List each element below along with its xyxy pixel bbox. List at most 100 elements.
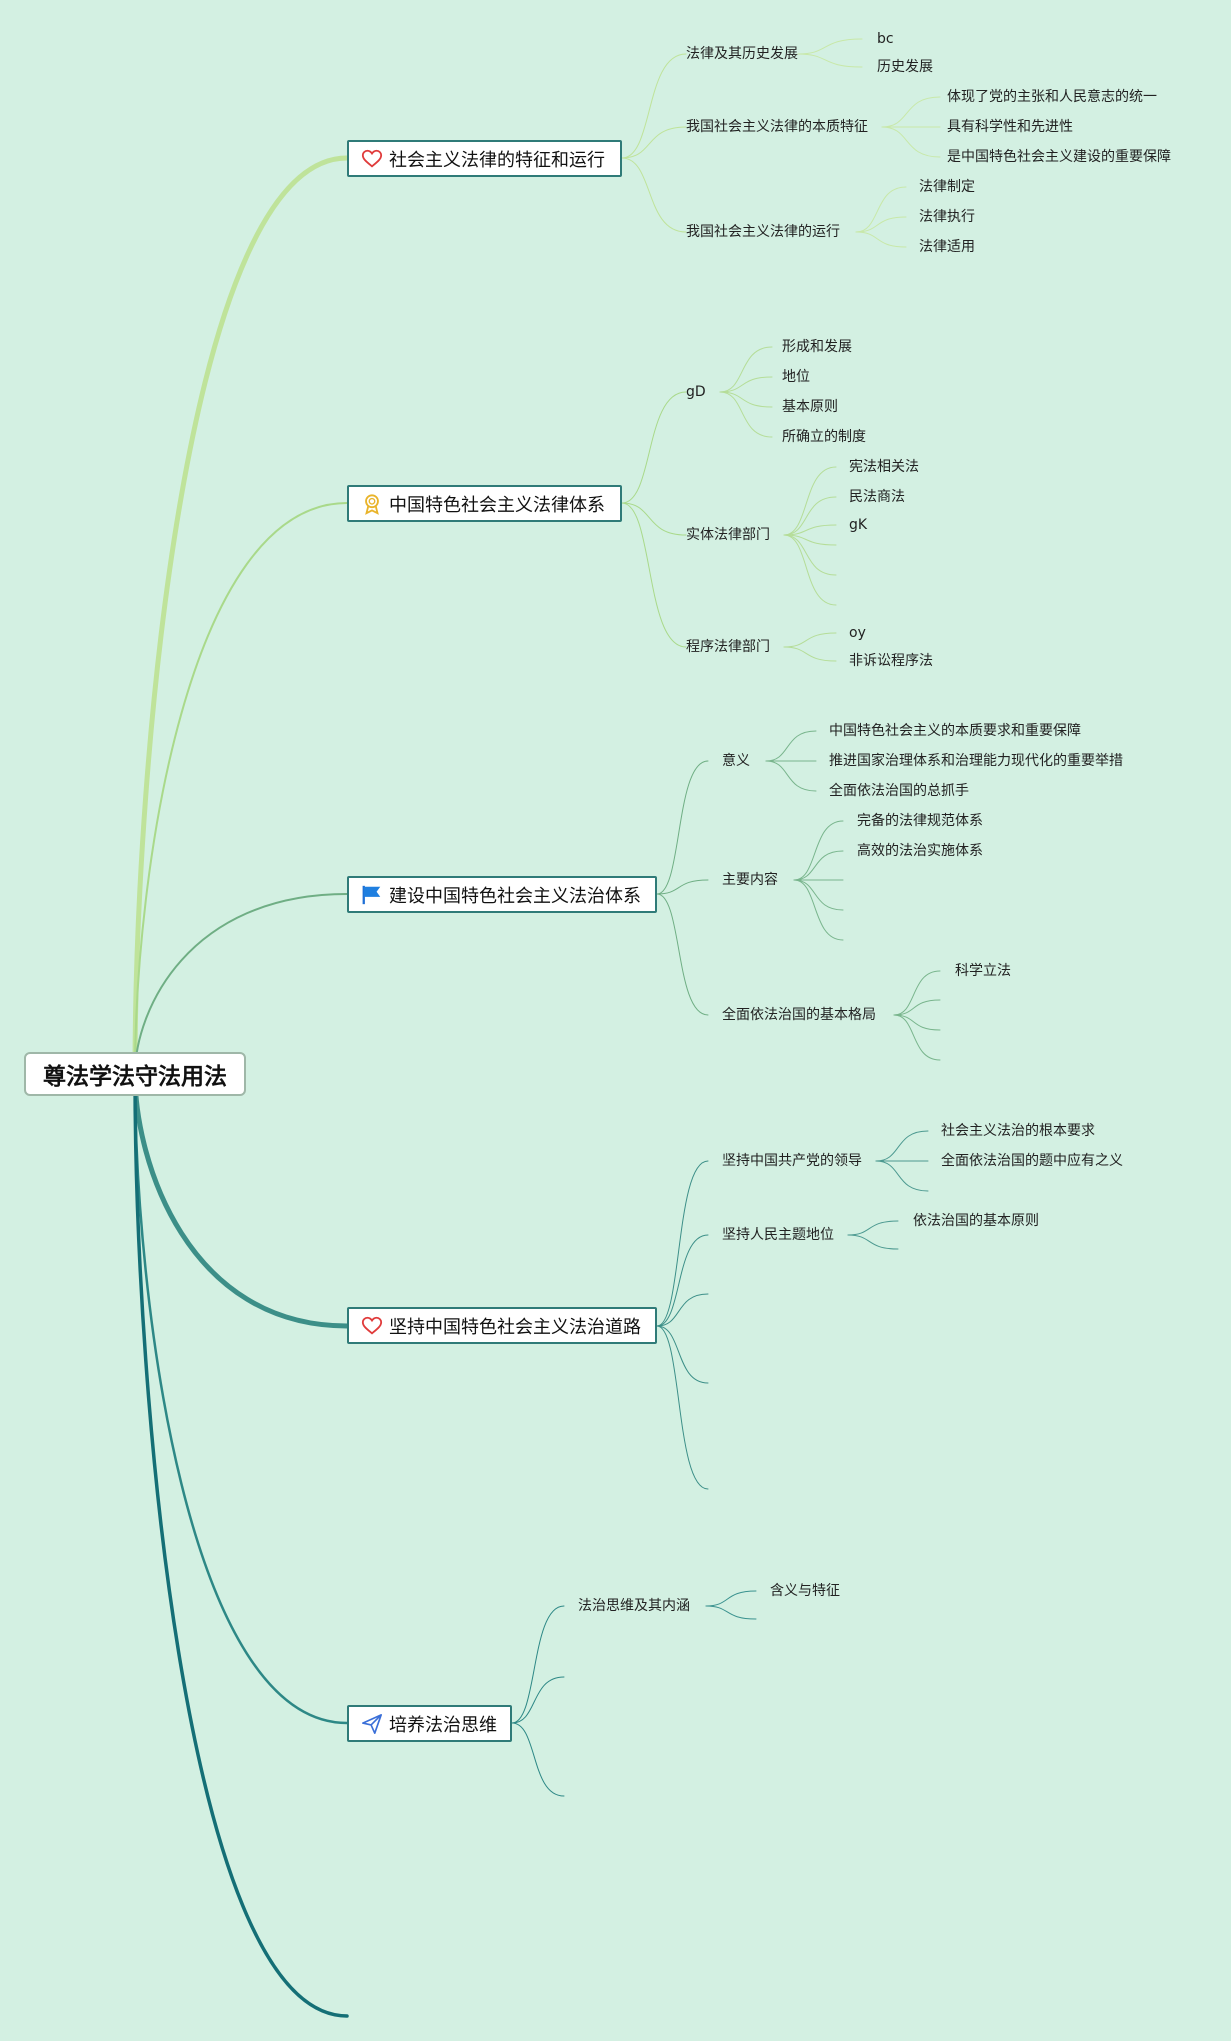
branch-connector xyxy=(621,53,687,159)
topic-label[interactable]: 程序法律部门 xyxy=(686,639,770,655)
branch-connector xyxy=(511,1676,565,1724)
leaf-connector xyxy=(847,1234,899,1250)
leaf-label[interactable]: 体现了党的主张和人民意志的统一 xyxy=(947,89,1157,105)
topic-label[interactable]: 实体法律部门 xyxy=(686,527,770,543)
leaf-label[interactable]: 法律执行 xyxy=(919,209,975,225)
leaf-connector xyxy=(765,730,817,762)
branch-connector xyxy=(621,126,687,159)
paper-plane-icon xyxy=(362,1713,382,1734)
branch-connector xyxy=(511,1605,565,1724)
leaf-connector xyxy=(875,1130,929,1162)
leaf-connector xyxy=(893,999,941,1016)
leaf-label[interactable]: 高效的法治实施体系 xyxy=(857,843,983,859)
topic-label[interactable]: 坚持人民主题地位 xyxy=(722,1227,834,1243)
leaf-label[interactable]: 是中国特色社会主义建设的重要保障 xyxy=(947,149,1171,165)
leaf-label[interactable]: bc xyxy=(877,31,894,47)
leaf-label[interactable]: 全面依法治国的题中应有之义 xyxy=(941,1153,1123,1169)
branch-connector xyxy=(656,1325,709,1490)
leaf-connector xyxy=(793,879,844,941)
topic-label[interactable]: 全面依法治国的基本格局 xyxy=(722,1007,876,1023)
branch-legal-features[interactable]: 社会主义法律的特征和运行 xyxy=(347,140,622,177)
root-connector xyxy=(134,893,348,1075)
branch-connector xyxy=(621,502,687,536)
leaf-connector xyxy=(705,1590,757,1607)
leaf-connector xyxy=(855,231,907,248)
root-connector xyxy=(132,1071,350,1329)
topic-label[interactable]: 我国社会主义法律的运行 xyxy=(686,224,840,240)
leaf-connector xyxy=(797,38,863,55)
root-connector xyxy=(133,1072,349,2018)
branch-connector xyxy=(656,760,709,895)
topic-label[interactable]: 意义 xyxy=(722,753,750,769)
topic-label[interactable]: 法治思维及其内涵 xyxy=(578,1598,690,1614)
leaf-connector xyxy=(783,496,837,536)
branch-rule-of-law-road[interactable]: 坚持中国特色社会主义法治道路 xyxy=(347,1307,657,1344)
branch-label: 坚持中国特色社会主义法治道路 xyxy=(389,1316,641,1338)
medal-icon xyxy=(365,493,379,515)
leaf-label[interactable]: 民法商法 xyxy=(849,489,905,505)
leaf-label[interactable]: 推进国家治理体系和治理能力现代化的重要举措 xyxy=(829,753,1123,769)
branch-connector xyxy=(511,1722,565,1797)
leaf-label[interactable]: 宪法相关法 xyxy=(849,459,919,475)
root-connector xyxy=(132,155,350,1077)
root-connector xyxy=(134,502,348,1075)
branch-connector xyxy=(656,1234,709,1327)
branch-legal-system[interactable]: 中国特色社会主义法律体系 xyxy=(347,485,622,522)
leaf-label[interactable]: gK xyxy=(849,517,868,533)
topic-label[interactable]: 主要内容 xyxy=(722,872,778,888)
branch-rule-of-law-thinking[interactable]: 培养法治思维 xyxy=(347,1705,512,1742)
leaf-connector xyxy=(783,632,837,648)
leaf-connector xyxy=(875,1160,929,1192)
branch-label: 建设中国特色社会主义法治体系 xyxy=(389,885,641,907)
leaf-connector xyxy=(783,534,837,576)
leaf-label[interactable]: 非诉讼程序法 xyxy=(849,653,933,669)
leaf-connector xyxy=(783,466,837,536)
branch-connector xyxy=(621,391,687,504)
branch-label: 培养法治思维 xyxy=(389,1714,497,1736)
leaf-label[interactable]: 科学立法 xyxy=(955,963,1011,979)
topic-label[interactable]: gD xyxy=(686,384,706,400)
leaf-connector xyxy=(705,1605,757,1620)
topic-label[interactable]: 法律及其历史发展 xyxy=(686,46,798,62)
branch-connector xyxy=(656,1293,709,1327)
branch-connector xyxy=(621,157,687,233)
leaf-connector xyxy=(719,376,773,393)
leaf-label[interactable]: 历史发展 xyxy=(877,59,933,75)
leaf-label[interactable]: 全面依法治国的总抓手 xyxy=(829,783,969,799)
leaf-label[interactable]: 法律适用 xyxy=(919,239,975,255)
leaf-label[interactable]: 地位 xyxy=(782,369,810,385)
leaf-label[interactable]: 社会主义法治的根本要求 xyxy=(941,1123,1095,1139)
topic-label[interactable]: 坚持中国共产党的领导 xyxy=(722,1153,862,1169)
leaf-connector xyxy=(783,534,837,546)
leaf-label[interactable]: 形成和发展 xyxy=(782,339,852,355)
leaf-label[interactable]: 法律制定 xyxy=(919,179,975,195)
branch-label: 中国特色社会主义法律体系 xyxy=(389,494,605,516)
leaf-label[interactable]: 所确立的制度 xyxy=(782,429,866,445)
leaf-connector xyxy=(765,760,817,792)
leaf-connector xyxy=(719,346,773,393)
leaf-connector xyxy=(893,970,941,1016)
leaf-connector xyxy=(797,53,863,68)
leaf-connector xyxy=(893,1014,941,1031)
leaf-connector xyxy=(719,391,773,408)
leaf-connector xyxy=(855,186,907,233)
leaf-connector xyxy=(793,879,844,911)
leaf-label[interactable]: 基本原则 xyxy=(782,399,838,415)
leaf-connector xyxy=(783,524,837,536)
leaf-label[interactable]: 完备的法律规范体系 xyxy=(857,813,983,829)
root-node[interactable]: 尊法学法守法用法 xyxy=(24,1052,246,1096)
leaf-label[interactable]: 中国特色社会主义的本质要求和重要保障 xyxy=(829,723,1081,739)
leaf-connector xyxy=(893,1014,941,1061)
leaf-connector xyxy=(793,820,844,881)
branch-rule-of-law-system[interactable]: 建设中国特色社会主义法治体系 xyxy=(347,876,657,913)
leaf-label[interactable]: 依法治国的基本原则 xyxy=(913,1213,1039,1229)
branch-label: 社会主义法律的特征和运行 xyxy=(389,149,605,171)
leaf-label[interactable]: 含义与特征 xyxy=(770,1583,840,1599)
leaf-label[interactable]: oy xyxy=(849,625,866,641)
branch-connector xyxy=(656,1160,709,1327)
leaf-connector xyxy=(719,391,773,438)
flag-icon xyxy=(362,885,381,904)
topic-label[interactable]: 我国社会主义法律的本质特征 xyxy=(686,119,868,135)
leaf-label[interactable]: 具有科学性和先进性 xyxy=(947,119,1073,135)
